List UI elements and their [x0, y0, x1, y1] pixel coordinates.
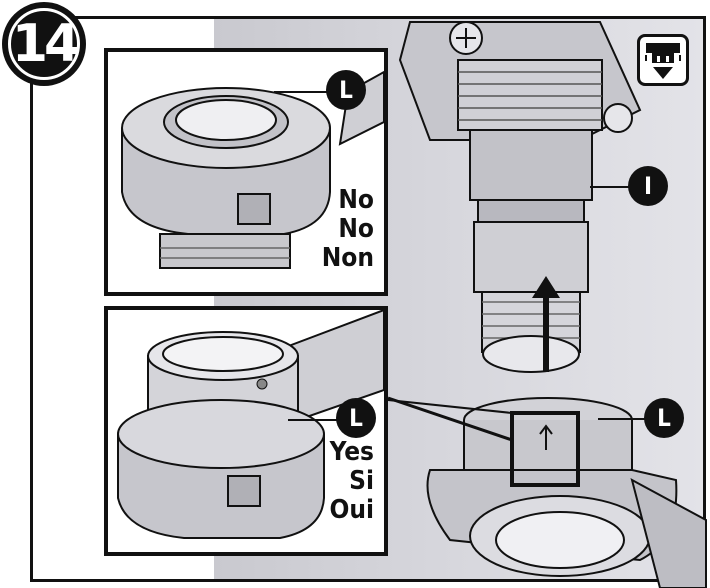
step-badge-ring	[8, 8, 80, 80]
threaded-fitting	[457, 59, 603, 373]
union-nut	[426, 397, 707, 588]
drain-outlet-icon	[637, 34, 689, 86]
answer-es: No	[338, 214, 374, 244]
inset-incorrect-drawing	[121, 70, 384, 269]
answer-fr: Oui	[329, 495, 374, 525]
answer-es: Si	[349, 466, 374, 496]
zoom-lines	[387, 396, 513, 442]
step-number-badge: 14	[2, 2, 86, 86]
answer-en: No	[338, 185, 374, 215]
up-arrow	[532, 276, 560, 372]
answer-en: Yes	[329, 437, 374, 467]
detail-highlight-box	[510, 411, 580, 487]
callout-l-nut: L	[644, 398, 684, 438]
inset-correct-drawing	[117, 310, 384, 539]
callout-l-top: L	[326, 70, 366, 110]
leader-line-nut	[598, 418, 648, 420]
inset-incorrect: No No Non	[104, 48, 388, 296]
callout-l-bottom: L	[336, 398, 376, 438]
incorrect-answer-text: No No Non	[322, 186, 374, 273]
leader-line-fitting	[590, 186, 630, 188]
answer-fr: Non	[321, 243, 374, 273]
correct-answer-text: Yes Si Oui	[329, 438, 374, 525]
callout-i-fitting: I	[628, 166, 668, 206]
